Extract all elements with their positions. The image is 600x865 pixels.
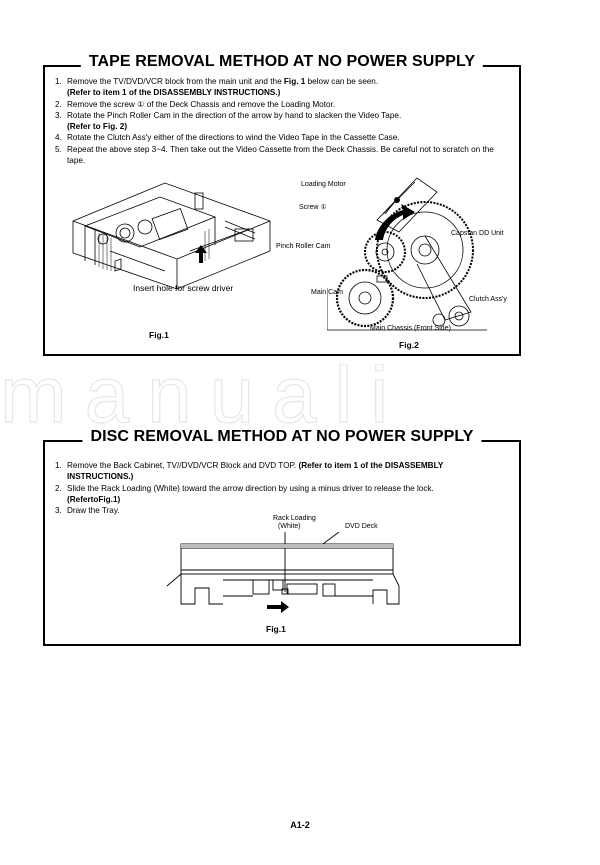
section-title: DISC REMOVAL METHOD AT NO POWER SUPPLY xyxy=(82,428,482,446)
step-number: 3. xyxy=(55,110,62,120)
step-note: (Refer to item 1 of the DISASSEMBLY INST… xyxy=(67,88,281,98)
step-text: Rotate the Clutch Ass'y either of the di… xyxy=(67,133,400,143)
step-item: 2. Remove the screw ① of the Deck Chassi… xyxy=(55,99,511,110)
fig1-caption: Fig.1 xyxy=(149,330,169,340)
step-number: 2. xyxy=(55,483,62,493)
step-text-bold: (Refer to item 1 of the DISASSEMBLY INST… xyxy=(67,461,444,482)
watermark-text: manuali xyxy=(0,364,406,434)
step-number: 5. xyxy=(55,144,62,154)
step-item: 4. Rotate the Clutch Ass'y either of the… xyxy=(55,132,511,143)
step-number: 1. xyxy=(55,77,62,86)
capstan-label: Capstan DD Unit xyxy=(451,230,504,237)
step-text: Draw the Tray. xyxy=(67,506,120,516)
disc-removal-section: DISC REMOVAL METHOD AT NO POWER SUPPLY 1… xyxy=(43,428,521,646)
step-number: 2. xyxy=(55,99,62,109)
fig1-caption: Fig.1 xyxy=(266,624,286,634)
step-number: 4. xyxy=(55,133,62,143)
pinch-roller-label: Pinch Roller Cam xyxy=(276,243,331,250)
step-text-part: Slide the Rack Loading (White) toward th… xyxy=(67,483,434,493)
step-item: 3. Draw the Tray. xyxy=(55,505,511,516)
step-text: Slide the Rack Loading (White) toward th… xyxy=(67,483,511,506)
step-text-part: Remove the screw xyxy=(67,99,138,109)
step-text-part: below can be seen. xyxy=(305,77,379,86)
screw-label: Screw ① xyxy=(299,204,327,211)
main-cam-label: Main Cam xyxy=(311,289,343,296)
step-item: 1. Remove the TV/DVD/VCR block from the … xyxy=(55,76,511,99)
step-note: (Refer to Fig. 2) xyxy=(67,122,128,132)
fig2-caption: Fig.2 xyxy=(399,340,419,350)
step-text: Remove the screw ① of the Deck Chassis a… xyxy=(67,99,511,110)
step-text: Rotate the Pinch Roller Cam in the direc… xyxy=(67,110,511,133)
fig2-mechanism-drawing xyxy=(327,177,487,331)
step-text: Remove the Back Cabinet, TV//DVD/VCR Blo… xyxy=(67,460,511,483)
fig1-dvd-deck-drawing xyxy=(166,532,400,613)
fig1-vcr-chassis-drawing xyxy=(72,182,271,290)
step-text: Repeat the above step 3~4. Then take out… xyxy=(67,144,494,166)
step-item: 5. Repeat the above step 3~4. Then take … xyxy=(55,144,511,167)
fig1-callout: Insert hole for screw driver xyxy=(133,283,234,293)
step-note: (RefertoFig.1) xyxy=(67,494,121,504)
main-chassis-label: Main Chassis (Front Side) xyxy=(370,325,451,332)
step-text-part: Rotate the Pinch Roller Cam in the direc… xyxy=(67,110,402,120)
dvd-deck-label: DVD Deck xyxy=(345,523,378,530)
step-item: 3. Rotate the Pinch Roller Cam in the di… xyxy=(55,110,511,133)
section-title: TAPE REMOVAL METHOD AT NO POWER SUPPLY xyxy=(80,53,484,71)
screw-symbol: ① xyxy=(137,99,145,109)
step-text-part: Remove the Back Cabinet, TV//DVD/VCR Blo… xyxy=(67,461,299,470)
step-item: 1. Remove the Back Cabinet, TV//DVD/VCR … xyxy=(55,460,511,483)
rack-loading-label: Rack Loading xyxy=(273,515,316,522)
step-number: 1. xyxy=(55,461,62,470)
page-number: A1-2 xyxy=(290,820,310,830)
step-number: 3. xyxy=(55,506,62,516)
steps-list: 1. Remove the Back Cabinet, TV//DVD/VCR … xyxy=(55,460,511,516)
rack-loading-sub-label: (White) xyxy=(278,523,301,530)
step-text-part: of the Deck Chassis and remove the Loadi… xyxy=(144,99,336,109)
loading-motor-label: Loading Motor xyxy=(301,181,346,188)
tape-removal-section: TAPE REMOVAL METHOD AT NO POWER SUPPLY 1… xyxy=(43,53,521,356)
steps-list: 1. Remove the TV/DVD/VCR block from the … xyxy=(55,76,511,166)
step-item: 2. Slide the Rack Loading (White) toward… xyxy=(55,483,511,506)
step-text-part: Remove the TV/DVD/VCR block from the mai… xyxy=(67,77,284,86)
step-text: Remove the TV/DVD/VCR block from the mai… xyxy=(67,76,511,99)
clutch-label: Clutch Ass'y xyxy=(469,296,507,303)
step-text-bold: Fig. 1 xyxy=(283,77,306,86)
watermark: manuali xyxy=(0,364,406,434)
